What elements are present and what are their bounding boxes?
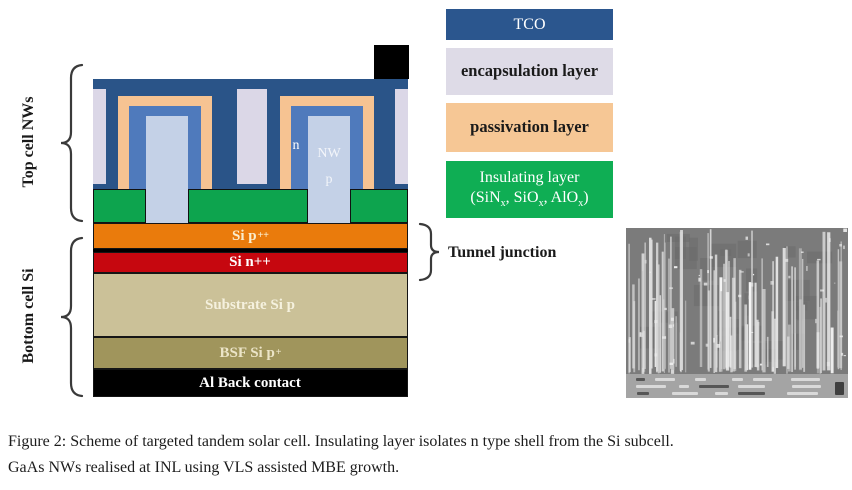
tunnel-junction-label: Tunnel junction [448, 244, 557, 261]
sem-info-bar [626, 374, 848, 398]
nw1-core [146, 116, 188, 223]
nw-p-label: p [325, 172, 333, 187]
legend-label: encapsulation layer [460, 61, 599, 81]
nw2-core [308, 116, 350, 223]
layer-substrate-si-p: Substrate Si p [93, 273, 408, 337]
legend-label: TCO [513, 15, 546, 33]
insulating-block-left [93, 189, 146, 223]
bottom-cell-brace [60, 236, 84, 398]
caption-line-1: Figure 2: Scheme of targeted tandem sola… [8, 433, 674, 450]
tunnel-junction-divider [93, 249, 408, 252]
layer-si-p-plus-plus: Si p++ [93, 223, 408, 249]
encapsulation-column-middle [237, 89, 267, 184]
encapsulation-column-right [395, 89, 408, 184]
legend-label: passivation layer [470, 117, 589, 137]
legend-label: Insulating layer [479, 169, 580, 187]
top-cell-brace [60, 63, 84, 223]
layer-label: Al Back contact [199, 374, 301, 391]
layer-bsf-si-p: BSF Si p+ [93, 337, 408, 369]
layer-si-n-plus-plus: Si n++ [93, 252, 408, 273]
layer-al-back-contact: Al Back contact [93, 369, 408, 397]
nw-core-label: NW [317, 146, 341, 161]
tandem-cell-schematic: n NW p Si p++ Si n++ Substrate Si p BSF … [93, 45, 409, 397]
legend-item-tco: TCO [446, 9, 613, 40]
legend-item-encapsulation: encapsulation layer [446, 48, 613, 95]
figure-caption: Figure 2: Scheme of targeted tandem sola… [8, 429, 852, 481]
layer-label: Substrate Si p [204, 296, 296, 313]
insulating-block-right [350, 189, 408, 223]
insulating-block-middle [188, 189, 308, 223]
layer-label: Si p [231, 227, 257, 244]
front-contact-block [374, 45, 409, 79]
tunnel-junction-brace [418, 222, 440, 282]
legend-item-passivation: passivation layer [446, 103, 613, 152]
caption-line-2: GaAs NWs realised at INL using VLS assis… [8, 459, 400, 476]
n-shell-label: n [292, 138, 300, 153]
legend-item-insulating: Insulating layer (SiNx, SiOx, AlOx) [446, 161, 613, 218]
layer-label: Si n++ [229, 254, 271, 270]
legend-formula: (SiNx, SiOx, AlOx) [470, 189, 589, 210]
sem-nanowires-art [628, 228, 847, 374]
encapsulation-column-left [93, 89, 106, 184]
sem-micrograph [626, 228, 848, 398]
layer-label: BSF Si p [219, 344, 275, 361]
